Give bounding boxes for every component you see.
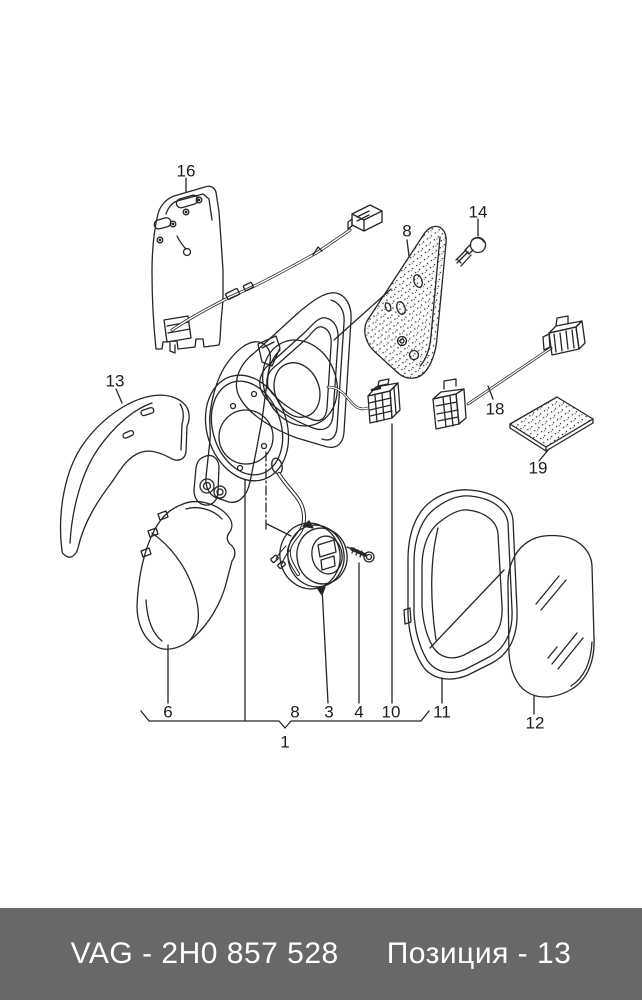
callout-8: 8 (290, 702, 300, 722)
position-label: Позиция - 13 (386, 937, 572, 970)
part-18-adapter-cable-drawing (432, 315, 586, 430)
callout-3: 3 (324, 702, 334, 722)
callout-19: 19 (528, 458, 548, 478)
callout-10: 10 (381, 702, 401, 722)
footer-bar: VAG - 2H0 857 528 Позиция - 13 (0, 908, 642, 1000)
callout-16: 16 (176, 161, 196, 181)
part-8-base-plate-drawing (333, 225, 447, 379)
part-13-upper-cover-drawing (59, 388, 190, 558)
mirror-housing-drawing (235, 292, 352, 448)
part-3-motor-drawing (279, 520, 348, 596)
leader-lines (167, 177, 535, 722)
callout-14: 14 (468, 202, 488, 222)
callout-6: 6 (163, 702, 173, 722)
callout-12: 12 (525, 713, 545, 733)
housing-harness-drawing (270, 457, 307, 576)
base-bracket-drawing (193, 335, 292, 537)
part-19-adhesive-pad-drawing (509, 396, 594, 462)
callout-8-plate: 8 (402, 221, 412, 241)
callout-13: 13 (105, 371, 125, 391)
callout-18: 18 (485, 399, 505, 419)
assembly-bracket-1 (140, 710, 430, 729)
part-4-screw-drawing (346, 546, 375, 563)
part-10-connector-drawing (326, 378, 401, 424)
part-6-lower-cover-drawing (136, 501, 236, 650)
part-16-mounting-plate-drawing (151, 185, 224, 354)
callout-4: 4 (354, 702, 364, 722)
exploded-diagram (59, 177, 595, 729)
cable-16-drawing (170, 204, 383, 332)
part-14-screw-drawing (455, 218, 487, 267)
callout-11: 11 (433, 702, 451, 722)
part-12-mirror-glass-drawing (507, 534, 595, 698)
part-11-mirror-frame-drawing (403, 489, 518, 680)
part-number-label: VAG - 2H0 857 528 (70, 937, 339, 970)
callout-1: 1 (280, 732, 290, 752)
